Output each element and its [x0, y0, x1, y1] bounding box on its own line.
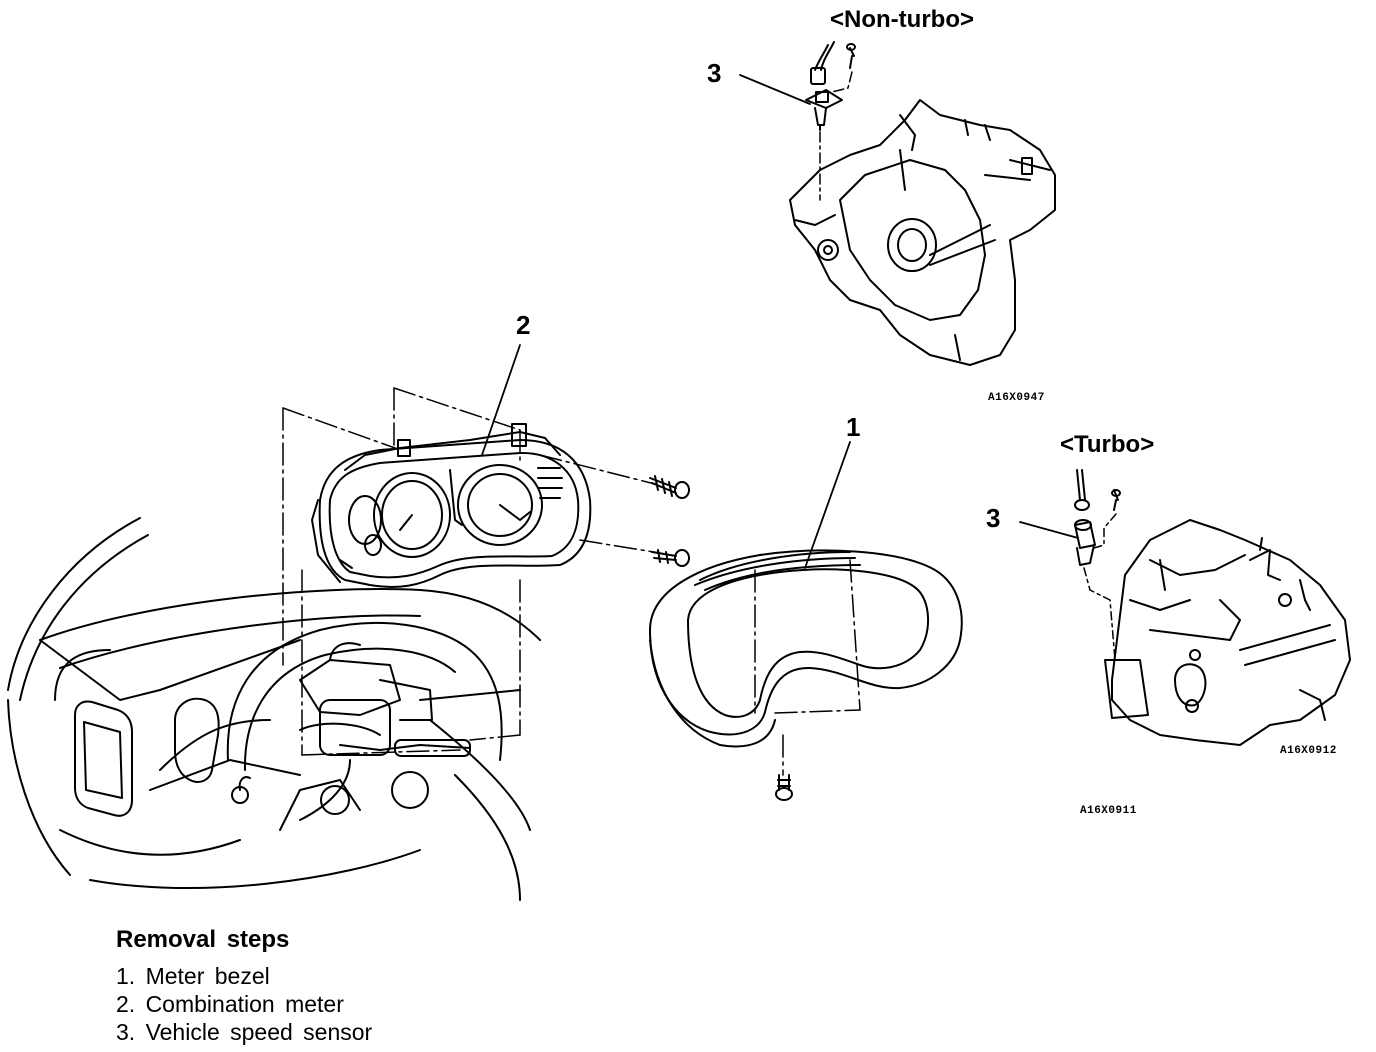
turbo-transaxle-illustration — [1104, 519, 1351, 746]
meter-screws — [649, 475, 690, 567]
removal-steps: Removal steps 1. Meter bezel 2. Combinat… — [116, 926, 372, 1046]
figure-code-non-turbo: A16X0947 — [988, 392, 1045, 404]
meter-bezel-illustration — [649, 549, 963, 748]
callout-leader-2 — [481, 344, 521, 456]
callout-number-3-turbo: 3 — [986, 503, 1001, 533]
callout-leader-1 — [804, 441, 851, 569]
removal-step-1: 1. Meter bezel — [116, 963, 270, 989]
turbo-label: <Turbo> — [1060, 431, 1155, 458]
combination-meter-illustration — [311, 423, 592, 588]
turbo-guide-lines — [1083, 513, 1117, 661]
figure-code-main: A16X0911 — [1080, 805, 1137, 817]
non-turbo-transaxle-illustration — [789, 99, 1056, 366]
non-turbo-label: <Non-turbo> — [830, 6, 974, 33]
callout-number-2: 2 — [516, 310, 531, 340]
callout-number-3-non-turbo: 3 — [707, 58, 722, 88]
figure-code-turbo: A16X0912 — [1280, 745, 1337, 757]
callout-leader-3-turbo — [1019, 521, 1079, 539]
callout-number-1: 1 — [846, 412, 861, 442]
instrument-panel-illustration — [7, 517, 541, 901]
removal-step-2: 2. Combination meter — [116, 991, 344, 1017]
non-turbo-guide-lines — [819, 71, 853, 201]
removal-steps-title: Removal steps — [116, 926, 290, 953]
turbo-speed-sensor — [1074, 469, 1121, 566]
removal-step-3: 3. Vehicle speed sensor — [116, 1019, 373, 1045]
bezel-guide-lines — [754, 559, 861, 776]
bezel-screw — [775, 774, 793, 801]
callout-leader-3-non-turbo — [739, 74, 811, 105]
removal-steps-list: 1. Meter bezel 2. Combination meter 3. V… — [116, 962, 372, 1046]
non-turbo-speed-sensor — [805, 41, 856, 131]
assembly-guide-lines — [282, 387, 661, 756]
